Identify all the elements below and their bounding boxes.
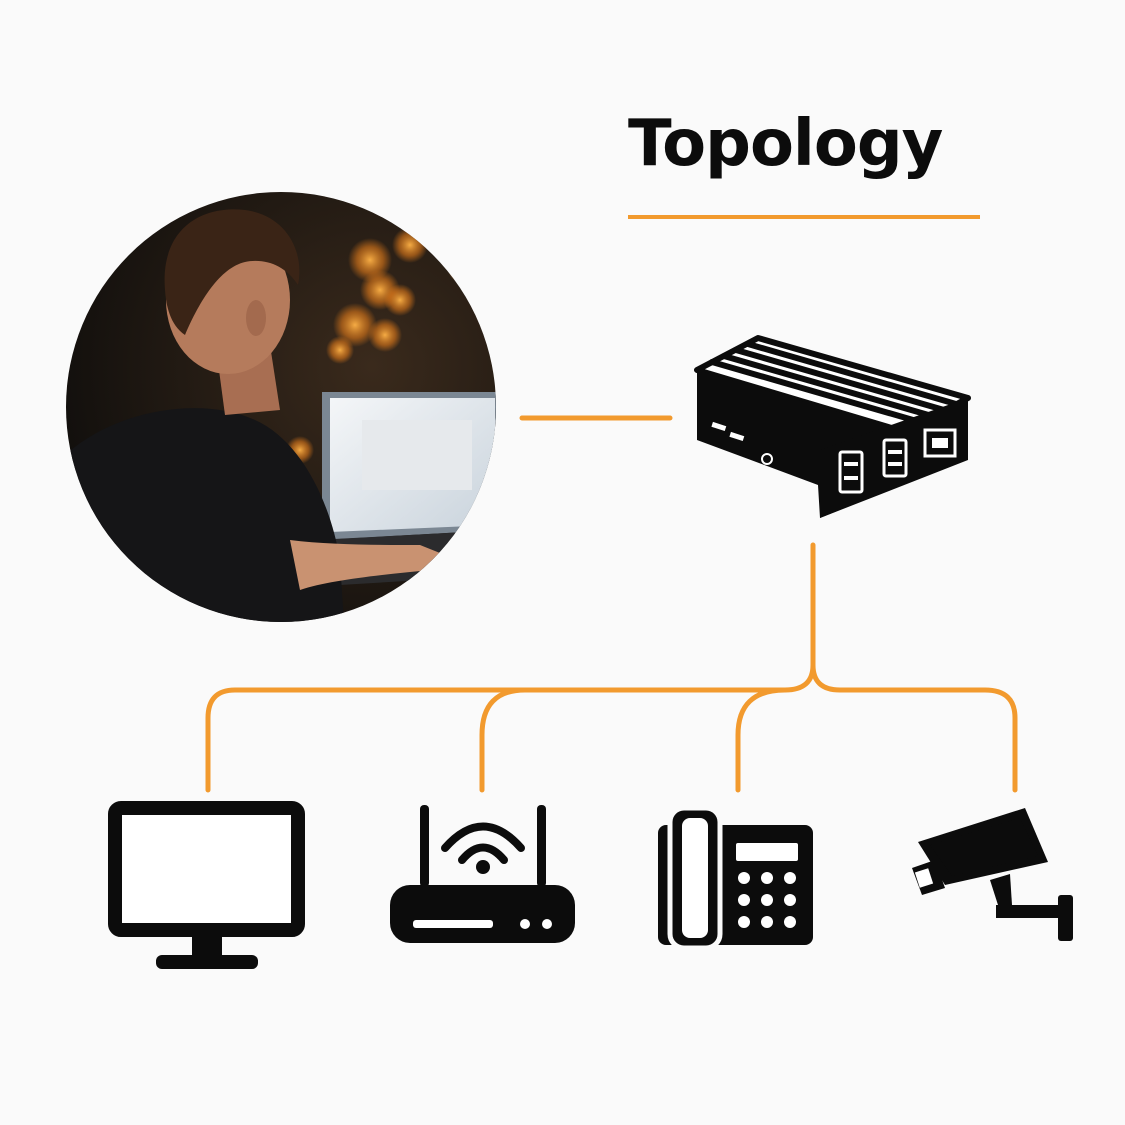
security-camera-icon (912, 808, 1073, 941)
page-title: Topology (628, 107, 943, 181)
desk-phone-icon (658, 805, 813, 951)
monitor-icon (108, 801, 305, 969)
link-router-to-devices (205, 542, 1018, 793)
mini-pc-icon (694, 335, 971, 518)
wifi-router-icon (390, 805, 575, 943)
person-laptop-photo (66, 192, 496, 622)
